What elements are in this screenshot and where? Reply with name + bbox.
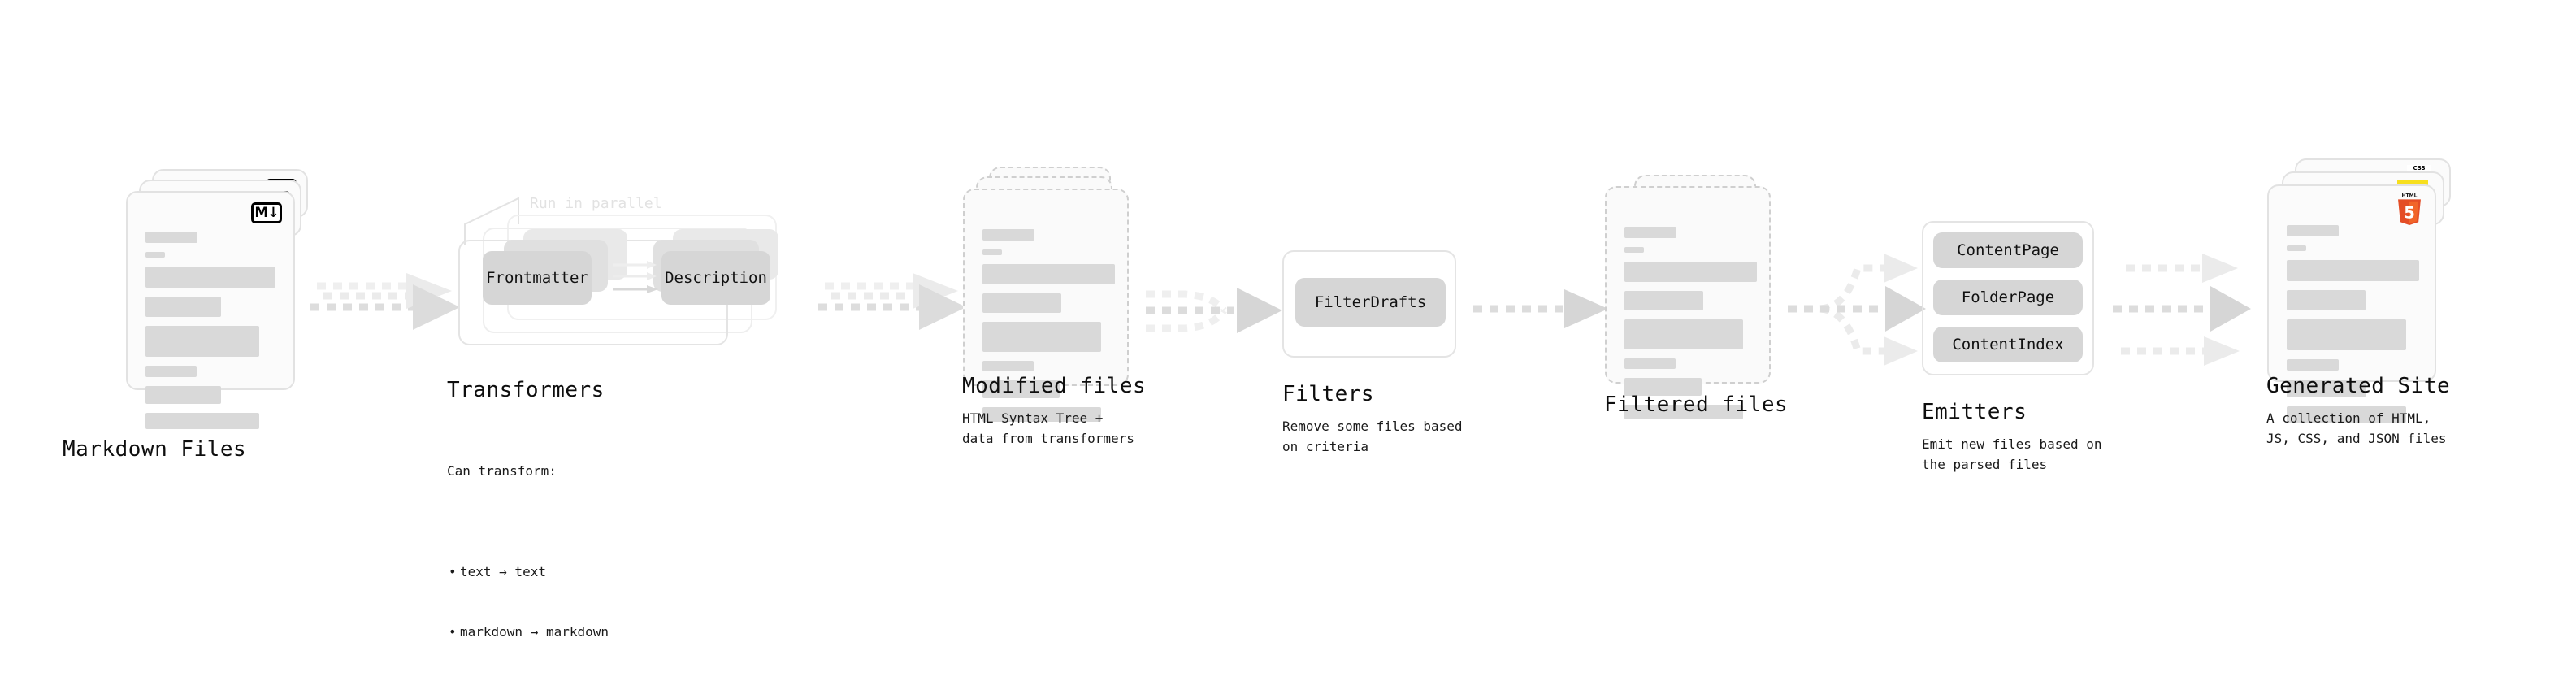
filters-filterdrafts-label: FilterDrafts [1314, 293, 1427, 311]
filters-description: Remove some files based on criteria [1282, 419, 1463, 454]
emitters-contentindex-pill[interactable]: ContentIndex [1933, 327, 2083, 362]
css-badge-label: CSS [2413, 165, 2426, 171]
emitters-folderpage-label: FolderPage [1961, 288, 2055, 306]
emitters-contentpage-label: ContentPage [1957, 241, 2059, 259]
doc-bar [982, 249, 1002, 255]
transformer-inner-arrows [613, 261, 658, 293]
doc-bar [982, 361, 1034, 371]
doc-bar [145, 252, 165, 258]
markdown-badge-front: M↓ [251, 202, 282, 223]
doc-bar [1624, 405, 1743, 419]
arrow-markdown-to-transformers [310, 273, 460, 330]
doc-bar [145, 386, 221, 404]
arrow-modified-to-filters [1146, 288, 1282, 333]
doc-bar [2287, 245, 2306, 251]
markdown-files-group: M↓ M↓ M↓ Markdown Files [63, 169, 313, 462]
emitters-folderpage-pill[interactable]: FolderPage [1933, 280, 2083, 315]
doc-bar [2287, 406, 2406, 423]
doc-bar [145, 326, 259, 357]
run-in-parallel-bracket [464, 197, 519, 245]
arrow-transformers-to-modified [818, 273, 966, 330]
doc-bar [1624, 319, 1743, 349]
markdown-files-title: Markdown Files [63, 437, 247, 462]
doc-bar [2287, 290, 2366, 310]
html5-badge: HTML 5 [2398, 193, 2421, 225]
doc-bar [2287, 319, 2406, 350]
transformers-bullet: markdown → markdown [449, 622, 609, 643]
filtered-file-stack [1605, 175, 1792, 435]
emitters-container [1922, 221, 2094, 375]
transformers-bullet: text → text [449, 562, 609, 583]
emitters-contentpage-pill[interactable]: ContentPage [1933, 232, 2083, 268]
generated-site-content: HTML 5 [2269, 186, 2435, 423]
doc-bar [145, 413, 259, 429]
html5-badge-number: 5 [2404, 204, 2415, 223]
modified-files-group: Modified files HTML Syntax Tree + data f… [962, 167, 1150, 446]
modified-files-title: Modified files [962, 374, 1147, 398]
doc-bar [982, 407, 1101, 422]
markdown-file-content: M↓ [128, 193, 293, 429]
doc-bar [982, 264, 1115, 284]
markdown-badge-letter-2: M [254, 205, 268, 221]
run-in-parallel-label: Run in parallel [530, 195, 662, 212]
filtered-file-content [1607, 188, 1769, 419]
doc-bar [145, 232, 197, 243]
markdown-file-front: M↓ [126, 191, 295, 429]
doc-bar [1624, 378, 1702, 396]
transformer-frontmatter-pill[interactable]: Frontmatter [483, 251, 592, 305]
emitters-description: Emit new files based on the parsed files [1922, 436, 2102, 472]
transformers-title: Transformers [447, 378, 605, 402]
doc-bar [1624, 291, 1703, 310]
markdown-file-stack: M↓ M↓ M↓ [126, 169, 313, 429]
transformer-frontmatter-label: Frontmatter [486, 269, 588, 287]
doc-bar [1624, 358, 1676, 369]
transformers-description: Can transform: text → text markdown → ma… [447, 421, 609, 681]
filters-title: Filters [1282, 382, 1375, 406]
doc-bar [145, 366, 197, 377]
modified-files-description: HTML Syntax Tree + data from transformer… [962, 410, 1134, 446]
doc-bar [2287, 225, 2339, 236]
arrow-emitters-to-site [2113, 254, 2251, 366]
doc-bar [145, 267, 275, 288]
doc-bar [2287, 380, 2366, 397]
doc-bar [1624, 262, 1757, 282]
arrow-filtered-to-emitters [1788, 254, 1926, 366]
doc-bar [1624, 247, 1644, 253]
modified-file-stack [963, 167, 1150, 427]
html5-badge-word: HTML [2401, 193, 2417, 199]
generated-site-group: CSS HTML 5 [2266, 158, 2470, 446]
generated-site-title: Generated Site [2266, 374, 2451, 398]
filtered-files-group: Filtered files [1604, 175, 1792, 435]
filters-filterdrafts-pill[interactable]: FilterDrafts [1295, 278, 1446, 327]
filtered-file-front [1605, 186, 1771, 419]
filtered-files-title: Filtered files [1604, 393, 1789, 417]
generated-site-description: A collection of HTML, JS, CSS, and JSON … [2266, 410, 2447, 446]
generated-site-stack: CSS HTML 5 [2267, 158, 2470, 427]
doc-bar [982, 229, 1034, 241]
doc-bar [2287, 260, 2419, 281]
doc-bar [145, 297, 221, 317]
filters-container [1282, 250, 1456, 358]
generated-site-html-file: HTML 5 [2267, 184, 2436, 423]
doc-bar [2287, 359, 2339, 371]
transformer-description-label: Description [665, 269, 767, 287]
modified-file-front [963, 189, 1129, 422]
emitters-title: Emitters [1922, 400, 2027, 424]
arrow-filters-to-filtered [1473, 289, 1608, 328]
doc-bar [982, 322, 1101, 352]
doc-bar [982, 380, 1060, 398]
transformers-bullet-list: text → text markdown → markdown html → h… [447, 522, 609, 681]
doc-bar [982, 293, 1061, 313]
transformers-description-text: Can transform: [447, 462, 557, 479]
doc-bar [1624, 227, 1676, 238]
emitters-contentindex-label: ContentIndex [1952, 336, 2064, 354]
modified-file-content [965, 190, 1127, 422]
transformer-description-pill[interactable]: Description [661, 251, 770, 305]
